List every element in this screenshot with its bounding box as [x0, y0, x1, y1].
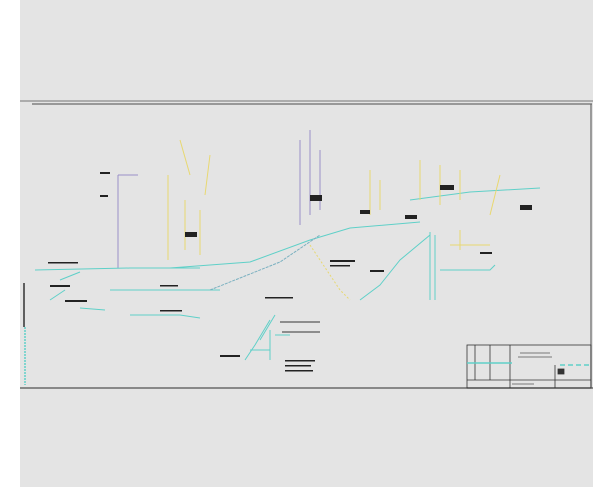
- title-block: [466, 344, 592, 389]
- cad-drawing-sheet: [20, 100, 593, 389]
- drawing-viewer[interactable]: [20, 0, 593, 487]
- annotation-marks: [48, 172, 532, 372]
- pipe-network: [34, 130, 541, 361]
